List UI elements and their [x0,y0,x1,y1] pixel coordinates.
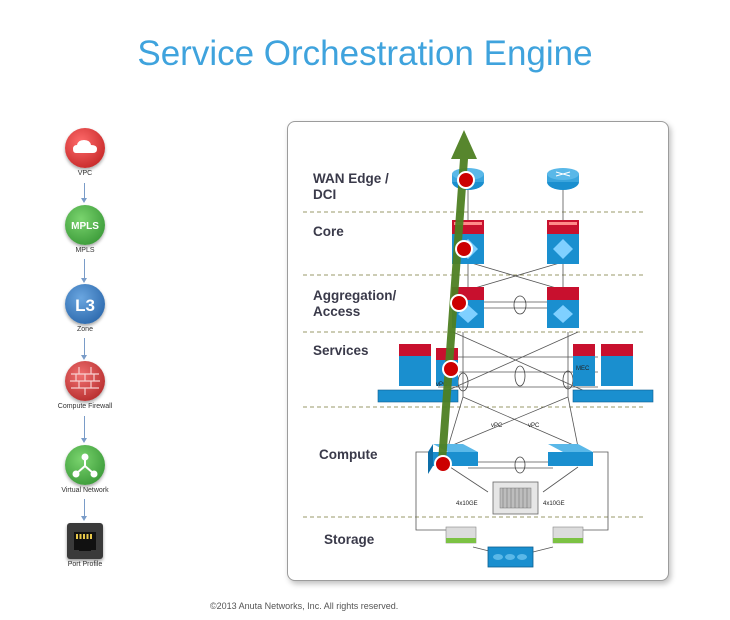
layer-label-wan-edge: WAN Edge / DCI [313,171,389,203]
uplink-label-left: 4x10GE [456,501,478,507]
port-channel-ring [513,295,527,315]
flow-label-vpc: VPC [77,170,93,177]
layer-label-compute: Compute [319,447,378,462]
connection-lines [415,190,609,553]
aggregation-switch-icon [547,287,579,328]
port-channel-ring [514,365,526,387]
uplink-label-right: 4x10GE [543,501,565,507]
compute-switch-icon [548,444,593,466]
flow-label-compute-firewall: Compute Firewall [57,403,113,410]
port-channel-ring [514,456,526,474]
layer-label-wan-line1: WAN Edge / [313,171,389,186]
flow-label-port-profile: Port Profile [67,561,103,568]
flow-label-zone: Zone [77,326,93,333]
flow-item-compute-firewall[interactable]: Compute Firewall [45,361,125,410]
compute-switch-icon [428,444,478,474]
flow-item-vpc[interactable]: VPC [45,128,125,177]
svg-text:L3: L3 [75,296,95,315]
storage-array-icon [487,546,534,568]
copyright-notice: ©2013 Anuta Networks, Inc. All rights re… [210,601,399,611]
network-diagram-panel: WAN Edge / DCI Core Aggregation/ Access … [287,121,669,581]
flow-arrow [81,416,87,443]
mec-label: MEC [576,366,590,372]
l3-icon: L3 [65,284,105,324]
layer-label-agg-line2: Access [313,304,361,319]
vpc-label-compute-1: vPC [491,423,503,429]
provision-marker [434,455,452,473]
flow-label-virtual-network: Virtual Network [61,487,109,494]
svg-text:MPLS: MPLS [71,221,99,232]
flow-item-zone[interactable]: L3 Zone [45,284,125,333]
flow-label-mpls: MPLS [75,247,95,254]
provisioning-markers [434,171,475,473]
wan-router-icon [547,168,579,190]
network-icon [65,445,105,485]
flow-arrow [81,183,87,203]
firewall-icon [65,361,105,401]
provision-marker [457,171,475,189]
vpc-label-services: vPC [436,382,448,388]
layer-separators [303,211,643,518]
provision-marker [442,360,460,378]
blade-chassis-icon [492,481,539,515]
vpc-label-compute-2: vPC [528,423,540,429]
mpls-icon: MPLS [65,205,105,245]
flow-item-mpls[interactable]: MPLS MPLS [45,205,125,254]
ethernet-port-icon [67,523,103,559]
layer-label-aggregation: Aggregation/ Access [313,288,396,320]
service-module-icon [572,344,654,403]
layer-label-storage: Storage [324,532,375,547]
provision-marker [450,294,468,312]
topology-svg: vPC MEC vPC vPC 4x10GE 4x10GE [303,130,654,568]
storage-switch-icon [445,526,477,544]
flow-arrow [81,259,87,283]
layer-label-agg-line1: Aggregation/ [313,288,397,303]
storage-switch-icon [552,526,584,544]
layer-label-wan-line2: DCI [313,187,337,202]
flow-arrow [81,499,87,521]
flow-item-virtual-network[interactable]: Virtual Network [45,445,125,494]
flow-arrow [81,338,87,360]
layer-label-services: Services [313,343,369,358]
flow-item-port-profile[interactable]: Port Profile [45,523,125,568]
core-switch-icon [547,220,579,264]
layer-label-core: Core [313,224,344,239]
page-title: Service Orchestration Engine [137,34,593,73]
cloud-icon [65,128,105,168]
provision-marker [455,240,473,258]
